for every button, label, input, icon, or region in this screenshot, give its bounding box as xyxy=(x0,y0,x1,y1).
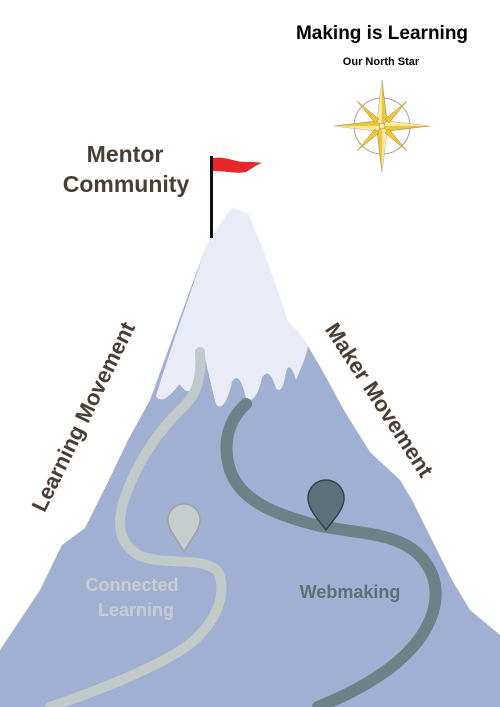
webmaking-pin-icon xyxy=(307,479,345,532)
page-subtitle: Our North Star xyxy=(343,56,420,68)
webmaking-trail xyxy=(220,398,442,707)
webmaking-label: Webmaking xyxy=(300,582,401,602)
page-title: Making is Learning xyxy=(296,23,468,44)
connected-learning-trail xyxy=(45,347,227,707)
compass-rose-icon xyxy=(333,79,431,173)
connected-learning-label-line1: Connected xyxy=(85,575,178,595)
summit-label-line1: Mentor xyxy=(87,141,164,167)
snow-cap xyxy=(156,208,308,407)
connected-learning-label-line2: Learning xyxy=(98,600,174,620)
red-flag-icon xyxy=(210,156,262,238)
connected-learning-pin-icon xyxy=(167,503,201,554)
mountain-shape xyxy=(0,208,500,707)
summit-label-line2: Community xyxy=(63,171,190,197)
